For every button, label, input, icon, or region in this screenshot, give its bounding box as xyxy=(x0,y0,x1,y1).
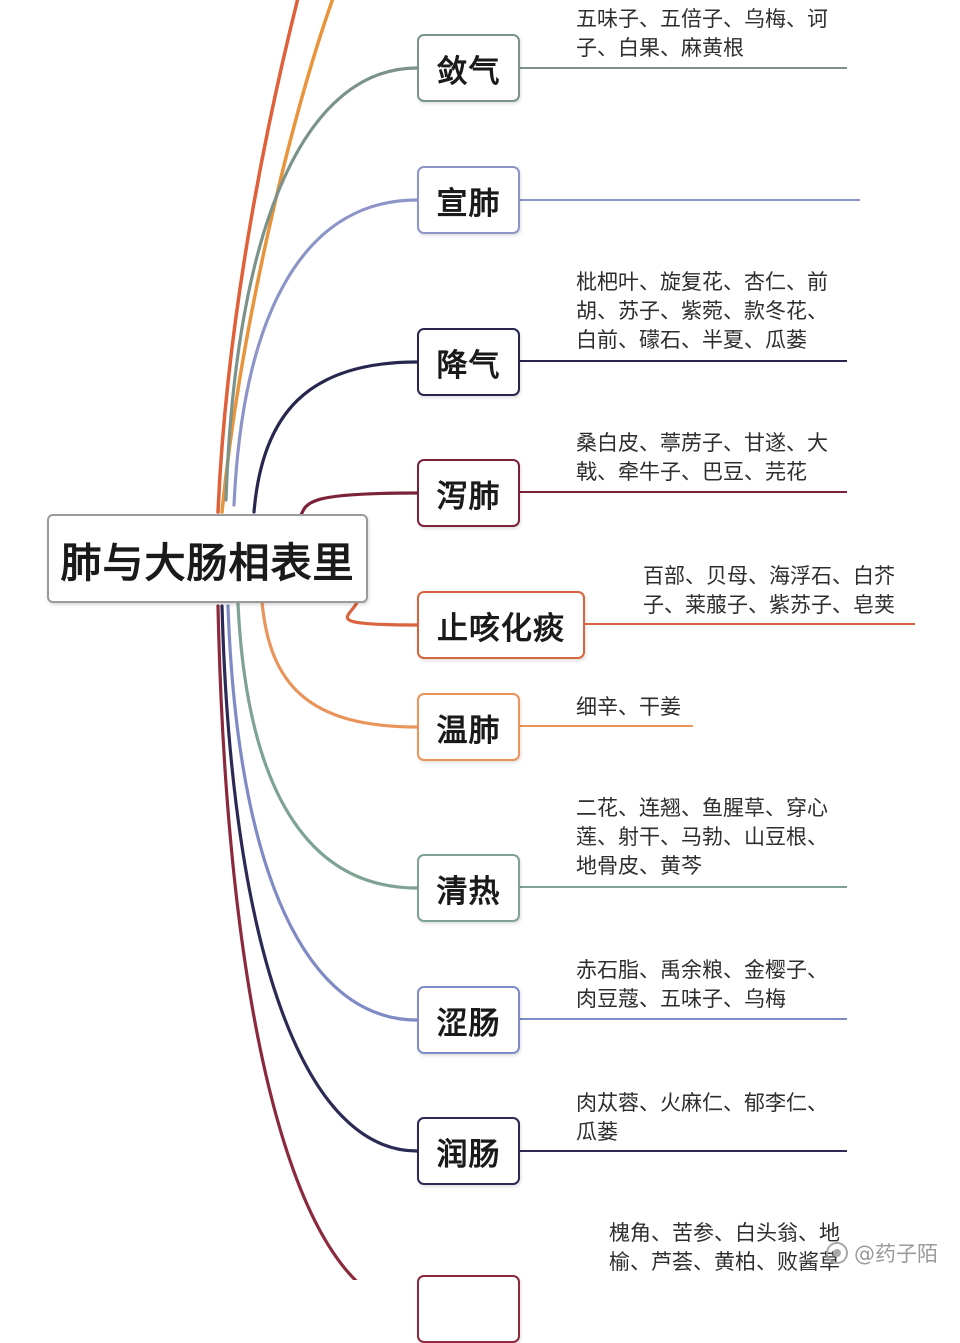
leaf-text-last: 槐角、苦参、白头翁、地榆、芦荟、黄柏、败酱草 xyxy=(609,1219,840,1277)
leaf-text-sechang: 赤石脂、禹余粮、金樱子、肉豆蔻、五味子、乌梅 xyxy=(576,956,828,1014)
leaf-line: 榆、芦荟、黄柏、败酱草 xyxy=(609,1250,840,1274)
branch-node-runchang[interactable]: 润肠 xyxy=(417,1117,520,1185)
leaf-line: 赤石脂、禹余粮、金樱子、 xyxy=(576,958,828,982)
leaf-line: 桑白皮、葶苈子、甘遂、大 xyxy=(576,431,828,455)
connector-line-jiangqi xyxy=(252,360,419,514)
connector-line-wenfei xyxy=(260,600,419,729)
connector-line-xiefei xyxy=(298,491,419,520)
leaf-text-jiangqi: 枇杷叶、旋复花、杏仁、前胡、苏子、紫菀、款冬花、白前、礞石、半夏、瓜蒌 xyxy=(576,268,828,355)
connector-line-offscreen-1 xyxy=(216,0,300,514)
connector-lines xyxy=(216,0,915,1280)
connector-line-offscreen-2 xyxy=(220,0,335,514)
root-node[interactable]: 肺与大肠相表里 xyxy=(47,514,368,603)
leaf-line: 肉苁蓉、火麻仁、郁李仁、 xyxy=(576,1091,828,1115)
connector-line-runchang xyxy=(220,604,419,1153)
leaf-text-lianqi: 五味子、五倍子、乌梅、诃子、白果、麻黄根 xyxy=(576,5,828,63)
leaf-line: 地骨皮、黄芩 xyxy=(576,854,702,878)
weibo-icon xyxy=(826,1242,848,1264)
branch-node-qingre[interactable]: 清热 xyxy=(417,854,520,922)
branch-node-xuanfei[interactable]: 宣肺 xyxy=(417,166,520,234)
leaf-line: 百部、贝母、海浮石、白芥 xyxy=(643,564,895,588)
leaf-text-zhike: 百部、贝母、海浮石、白芥子、莱菔子、紫苏子、皂荚 xyxy=(643,562,895,620)
branch-node-zhike[interactable]: 止咳化痰 xyxy=(417,591,585,659)
leaf-line: 瓜蒌 xyxy=(576,1120,618,1144)
branch-node-last[interactable] xyxy=(417,1275,520,1343)
branch-node-wenfei[interactable]: 温肺 xyxy=(417,693,520,761)
branch-node-lianqi[interactable]: 敛气 xyxy=(417,34,520,102)
leaf-line: 肉豆蔻、五味子、乌梅 xyxy=(576,987,786,1011)
leaf-line: 白前、礞石、半夏、瓜蒌 xyxy=(576,328,807,352)
leaf-line: 胡、苏子、紫菀、款冬花、 xyxy=(576,299,828,323)
connector-line-sechang xyxy=(226,604,419,1022)
connector-line-qingre xyxy=(236,602,419,890)
leaf-line: 子、白果、麻黄根 xyxy=(576,36,744,60)
leaf-line: 五味子、五倍子、乌梅、诃 xyxy=(576,7,828,31)
leaf-text-qingre: 二花、连翘、鱼腥草、穿心莲、射干、马勃、山豆根、地骨皮、黄芩 xyxy=(576,794,828,881)
connector-line-xuanfei xyxy=(232,198,419,507)
leaf-line: 槐角、苦参、白头翁、地 xyxy=(609,1221,840,1245)
leaf-text-runchang: 肉苁蓉、火麻仁、郁李仁、瓜蒌 xyxy=(576,1089,828,1147)
leaf-line: 二花、连翘、鱼腥草、穿心 xyxy=(576,796,828,820)
branch-node-jiangqi[interactable]: 降气 xyxy=(417,328,520,396)
leaf-line: 细辛、干姜 xyxy=(576,695,681,719)
connector-line-lianqi xyxy=(224,66,419,502)
leaf-line: 子、莱菔子、紫苏子、皂荚 xyxy=(643,593,895,617)
leaf-line: 枇杷叶、旋复花、杏仁、前 xyxy=(576,270,828,294)
weibo-watermark: @药子陌 xyxy=(826,1238,938,1268)
leaf-line: 莲、射干、马勃、山豆根、 xyxy=(576,825,828,849)
branch-node-xiefei[interactable]: 泻肺 xyxy=(417,459,520,527)
leaf-text-wenfei: 细辛、干姜 xyxy=(576,693,681,722)
branch-node-sechang[interactable]: 涩肠 xyxy=(417,986,520,1054)
leaf-text-xiefei: 桑白皮、葶苈子、甘遂、大戟、牵牛子、巴豆、芫花 xyxy=(576,429,828,487)
connector-line-last xyxy=(216,604,358,1280)
watermark-text: @药子陌 xyxy=(854,1242,938,1266)
leaf-line: 戟、牵牛子、巴豆、芫花 xyxy=(576,460,807,484)
